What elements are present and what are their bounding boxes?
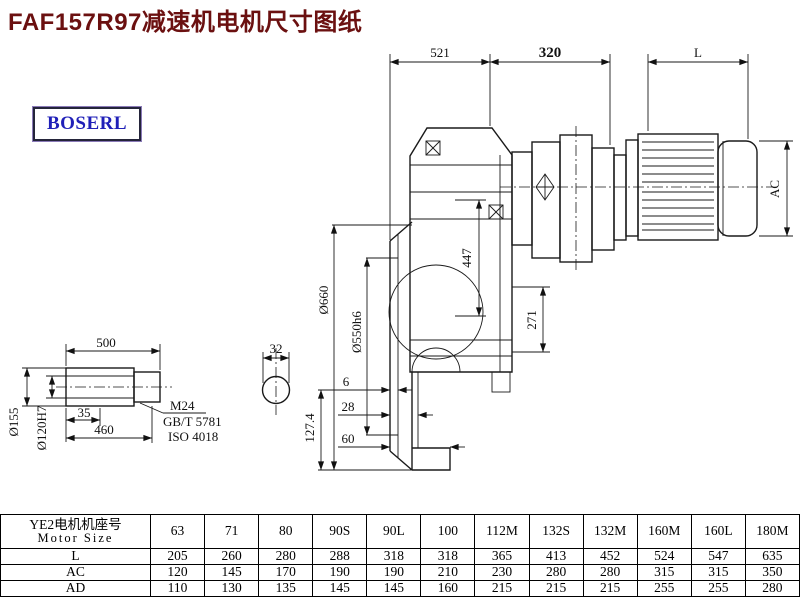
table-cell: 160M — [636, 514, 692, 549]
table-cell: 215 — [582, 580, 638, 597]
table-cell: 365 — [474, 548, 530, 565]
table-cell: 71 — [204, 514, 260, 549]
table-cell: 145 — [312, 580, 368, 597]
spigot-diameter-dimension — [363, 257, 398, 436]
motor-adapter — [500, 126, 772, 270]
table-cell: 160L — [690, 514, 746, 549]
dim-m24: M24 — [170, 398, 195, 413]
electric-motor — [625, 133, 758, 241]
table-header-motor-size: YE2电机机座号 Motor Size — [0, 514, 151, 549]
table-cell: 413 — [528, 548, 584, 565]
dim-60: 60 — [342, 431, 355, 446]
dim-460: 460 — [94, 422, 114, 437]
dim-gbt5781: GB/T 5781 — [163, 414, 222, 429]
table-cell: 280 — [744, 580, 800, 597]
motor-dimension-table: YE2电机机座号 Motor Size 63 71 80 90S 90L 100… — [0, 514, 800, 597]
table-cell: 318 — [366, 548, 422, 565]
table-row-L: L 205 260 280 288 318 318 365 413 452 52… — [0, 548, 800, 565]
output-flange — [389, 221, 451, 471]
dim-28: 28 — [342, 399, 355, 414]
table-cell: 90L — [366, 514, 422, 549]
table-cell: 90S — [312, 514, 368, 549]
table-cell: 132M — [582, 514, 638, 549]
table-cell: 524 — [636, 548, 692, 565]
dimension-table-wrap: YE2电机机座号 Motor Size 63 71 80 90S 90L 100… — [0, 514, 800, 597]
dim-iso4018: ISO 4018 — [168, 429, 218, 444]
table-cell: 135 — [258, 580, 314, 597]
table-cell: 315 — [690, 564, 746, 581]
row-label: L — [0, 548, 151, 565]
table-cell: 130 — [204, 580, 260, 597]
table-cell: 288 — [312, 548, 368, 565]
ac-dimension — [759, 140, 793, 237]
table-cell: 255 — [690, 580, 746, 597]
row-label: AD — [0, 580, 151, 597]
top-dimension-lines — [389, 54, 749, 240]
table-row-AD: AD 110 130 135 145 145 160 215 215 215 2… — [0, 580, 800, 597]
page-title: FAF157R97减速机电机尺寸图纸 — [8, 9, 363, 36]
technical-drawing: 521 320 L AC — [6, 45, 793, 471]
table-cell: 255 — [636, 580, 692, 597]
table-row-AC: AC 120 145 170 190 190 210 230 280 280 3… — [0, 564, 800, 581]
header-cn: YE2电机机座号 — [29, 516, 122, 532]
brand-logo: BOSERL — [32, 106, 142, 142]
table-cell: 452 — [582, 548, 638, 565]
table-cell: 280 — [582, 564, 638, 581]
table-cell: 63 — [149, 514, 206, 549]
table-cell: 160 — [420, 580, 476, 597]
table-cell: 230 — [474, 564, 530, 581]
table-header-row: YE2电机机座号 Motor Size 63 71 80 90S 90L 100… — [0, 514, 800, 549]
row-label: AC — [0, 564, 151, 581]
dim-L: L — [694, 45, 702, 60]
gearbox-housing — [388, 127, 513, 393]
center-height-dimension — [455, 199, 486, 317]
table-cell: 190 — [312, 564, 368, 581]
table-cell: 318 — [420, 548, 476, 565]
dim-AC: AC — [767, 180, 782, 198]
dim-127-4: 127.4 — [302, 413, 317, 443]
table-cell: 547 — [690, 548, 746, 565]
table-cell: 315 — [636, 564, 692, 581]
dim-447: 447 — [459, 248, 474, 268]
table-cell: 170 — [258, 564, 314, 581]
dim-320: 320 — [539, 45, 562, 61]
dim-271: 271 — [524, 310, 539, 330]
bottom-offset-dimensions — [317, 386, 465, 471]
dim-bore: Ø120H7 — [34, 405, 49, 450]
dim-35: 35 — [78, 405, 91, 420]
table-cell: 215 — [528, 580, 584, 597]
table-cell: 80 — [258, 514, 314, 549]
table-cell: 145 — [366, 580, 422, 597]
table-cell: 215 — [474, 580, 530, 597]
table-cell: 210 — [420, 564, 476, 581]
brand-logo-text: BOSERL — [46, 113, 128, 134]
table-cell: 180M — [744, 514, 800, 549]
table-cell: 112M — [474, 514, 530, 549]
dim-32: 32 — [270, 341, 283, 356]
table-cell: 205 — [149, 548, 206, 565]
table-cell: 132S — [528, 514, 584, 549]
table-cell: 145 — [204, 564, 260, 581]
output-distance-dimension — [512, 286, 550, 353]
header-en: Motor Size — [37, 531, 114, 546]
table-cell: 190 — [366, 564, 422, 581]
table-cell: 120 — [149, 564, 206, 581]
flange-diameter-dimension — [318, 224, 412, 471]
shaft-end-view — [261, 348, 291, 415]
dim-flange-diameter: Ø660 — [316, 286, 331, 315]
table-cell: 100 — [420, 514, 476, 549]
table-cell: 280 — [528, 564, 584, 581]
output-shaft-detail — [22, 344, 206, 443]
table-cell: 280 — [258, 548, 314, 565]
dim-spigot-diameter: Ø550h6 — [349, 311, 364, 353]
table-cell: 110 — [149, 580, 206, 597]
dim-500: 500 — [96, 335, 116, 350]
table-cell: 350 — [744, 564, 800, 581]
table-cell: 635 — [744, 548, 800, 565]
table-cell: 260 — [204, 548, 260, 565]
dim-521: 521 — [430, 45, 450, 60]
dim-shaft-od: Ø155 — [6, 408, 21, 437]
dim-6: 6 — [343, 374, 350, 389]
